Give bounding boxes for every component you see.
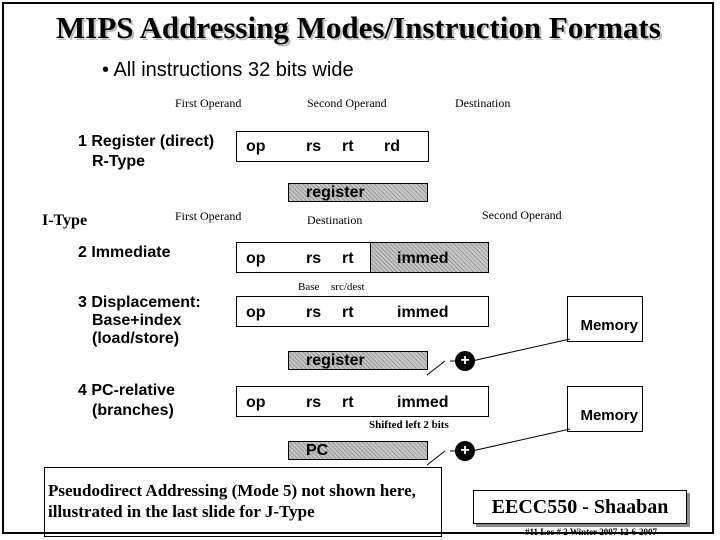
pc-relative-memory-box: Memory (567, 386, 643, 432)
pseudodirect-note: Pseudodirect Addressing (Mode 5) not sho… (44, 467, 442, 537)
displacement-immed: immed (397, 304, 449, 321)
brand-box: EECC550 - Shaaban (473, 490, 687, 524)
pc-relative-rt: rt (342, 394, 354, 411)
base-label: Base (298, 281, 320, 293)
displacement-mode-sub: Base+index (92, 312, 182, 329)
displacement-rt: rt (342, 304, 354, 321)
r-type-label: R-Type (92, 153, 146, 170)
r-type-instruction-box (236, 131, 429, 162)
i-type-destination: Destination (307, 213, 363, 227)
displacement-mode-label: 3 Displacement: (78, 294, 201, 311)
immediate-rt: rt (342, 250, 354, 267)
displacement-rs: rs (306, 304, 322, 321)
r-type-rd: rd (384, 138, 400, 155)
slide-title: MIPS Addressing Modes/Instruction Format… (56, 10, 661, 45)
r-type-mode-label: 1 Register (direct) (78, 133, 215, 150)
i-type-first-operand: First Operand (175, 209, 242, 223)
r-type-op: op (246, 138, 266, 155)
displacement-op: op (246, 304, 266, 321)
pc-relative-adder: + (455, 441, 475, 461)
pc-relative-rs: rs (306, 394, 322, 411)
r-type-register-label: register (306, 184, 365, 201)
immediate-op: op (246, 250, 266, 267)
r-type-rt: rt (342, 138, 354, 155)
displacement-memory-box: Memory (567, 296, 643, 342)
pc-relative-op: op (246, 394, 266, 411)
displacement-register-box (288, 351, 428, 370)
immediate-immed-field (370, 242, 489, 273)
r-type-rs: rs (306, 138, 322, 155)
pc-label: PC (306, 442, 329, 459)
pc-relative-instruction-box (236, 386, 489, 417)
i-type-label: I-Type (42, 212, 88, 229)
immediate-rs: rs (306, 250, 322, 267)
pc-box (288, 441, 428, 460)
src-dest-label: src/dest (331, 281, 365, 293)
pc-relative-shift-note: Shifted left 2 bits (369, 419, 449, 431)
footer-text: #11 Lec # 2 Winter 2007 12-6-2007 (525, 527, 657, 537)
pc-relative-mode-sub: (branches) (92, 402, 174, 419)
pc-relative-mode-label: 4 PC-relative (78, 382, 175, 399)
displacement-register-label: register (306, 352, 365, 369)
r-type-register-box (288, 183, 428, 202)
bullet-text: • All instructions 32 bits wide (102, 59, 354, 81)
displacement-instruction-box (236, 296, 489, 327)
immediate-mode-label: 2 Immediate (78, 244, 171, 261)
header-second-operand: Second Operand (307, 96, 387, 110)
displacement-mode-note: (load/store) (92, 330, 180, 347)
displacement-adder: + (455, 351, 475, 371)
immediate-immed: immed (397, 250, 449, 267)
header-destination: Destination (455, 96, 511, 110)
slide-frame (2, 2, 714, 534)
header-first-operand: First Operand (175, 96, 242, 110)
pc-relative-immed: immed (397, 394, 449, 411)
i-type-second-operand: Second Operand (482, 208, 562, 222)
